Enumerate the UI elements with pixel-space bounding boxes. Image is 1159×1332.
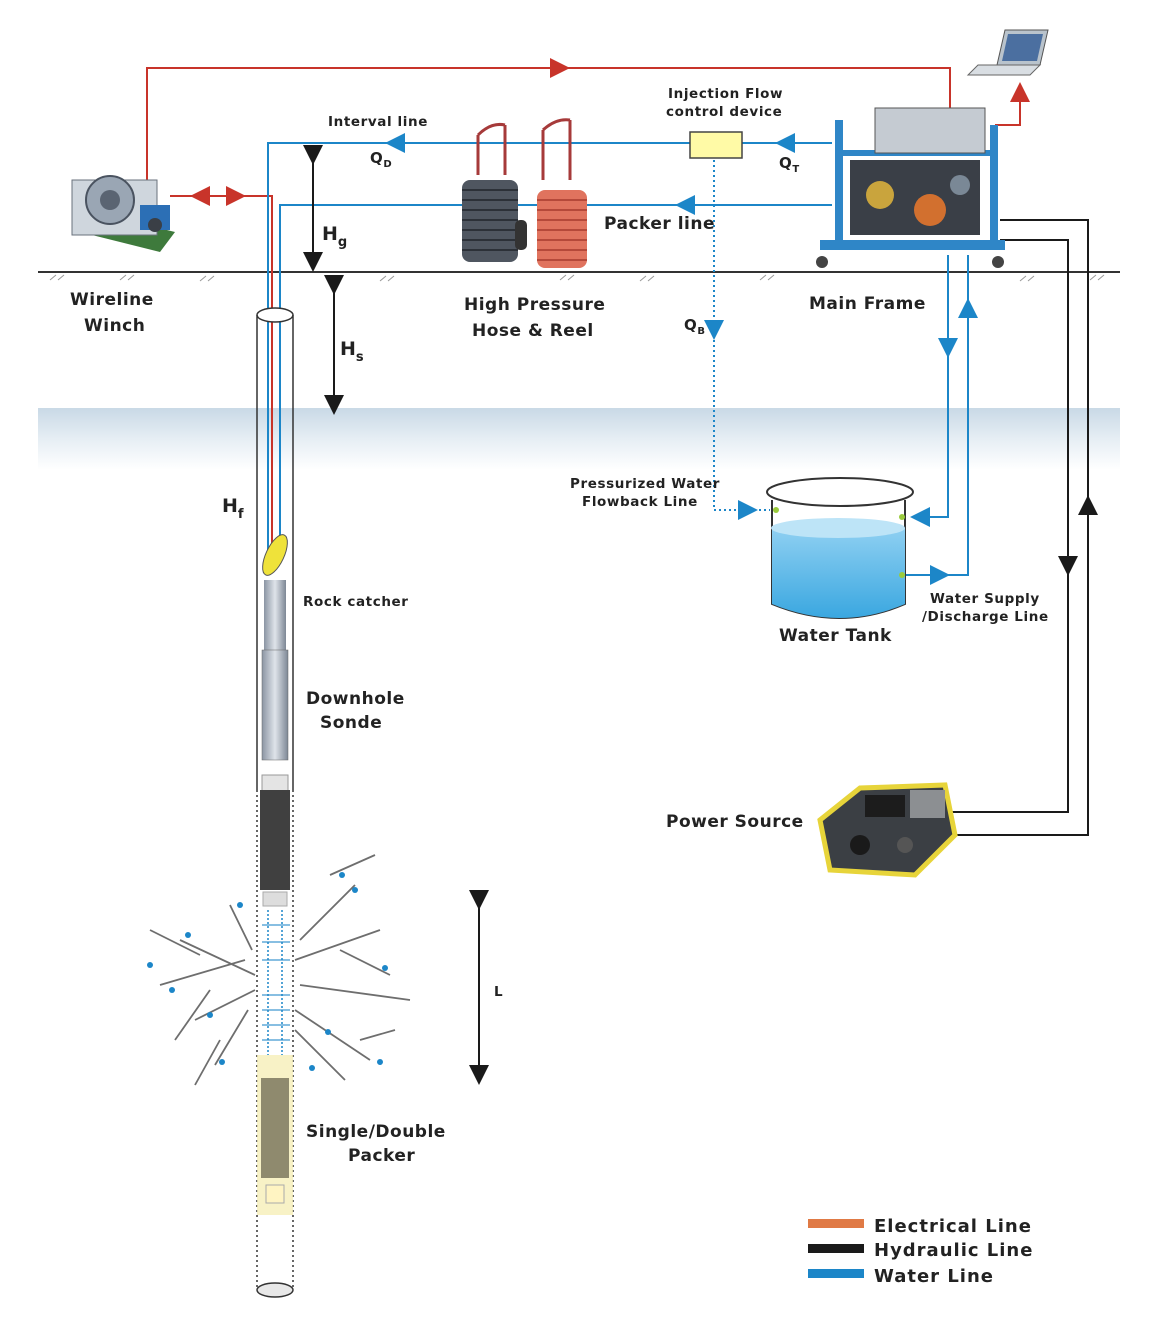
power-source-label: Power Source <box>666 812 804 832</box>
water-tank-label: Water Tank <box>779 626 892 646</box>
injection-flow-label-1: Injection Flow <box>668 86 783 102</box>
interval-line-label: Interval line <box>328 114 428 130</box>
pressurized-water-label-1: Pressurized Water <box>570 476 720 492</box>
symbol-QD: QD <box>370 149 392 170</box>
fracture-flow-arrows <box>147 872 388 1071</box>
symbol-QB: QB <box>684 316 706 337</box>
rock-catcher-label: Rock catcher <box>303 594 409 610</box>
injection-flow-control-device <box>689 131 743 159</box>
rock-fractures <box>149 854 411 1086</box>
water-supply-label-1: Water Supply <box>930 591 1040 607</box>
wireline-winch-image <box>71 175 175 252</box>
downhole-sonde <box>261 580 289 794</box>
injection-flow-label-2: control device <box>666 104 782 120</box>
water-lines <box>267 133 978 585</box>
packer-label-1: Single/Double <box>306 1122 446 1142</box>
ground-surface <box>38 271 1120 282</box>
downhole-sonde-label-2: Sonde <box>320 713 382 733</box>
water-supply-label-2: /Discharge Line <box>922 609 1049 625</box>
pressurized-water-label-2: Flowback Line <box>582 494 698 510</box>
wireline-winch-label-2: Winch <box>84 316 145 336</box>
symbol-Hs: Hs <box>340 338 364 365</box>
legend-label-water: Water Line <box>874 1266 994 1287</box>
wireline-winch-label-1: Wireline <box>70 290 154 310</box>
groundwater-level-band <box>38 408 1120 470</box>
legend-label-hydraulic: Hydraulic Line <box>874 1240 1033 1261</box>
downhole-sonde-label-1: Downhole <box>306 689 405 709</box>
legend-label-electrical: Electrical Line <box>874 1216 1032 1237</box>
hydraulic-lines <box>952 219 1098 836</box>
lower-packer <box>257 1055 293 1215</box>
interval-length-label: L <box>494 984 503 1000</box>
water-tank <box>766 477 914 619</box>
flowback-line <box>704 160 770 520</box>
power-source-image <box>817 782 958 878</box>
test-interval <box>262 910 290 1055</box>
upper-packer <box>260 790 290 890</box>
packer-line-label: Packer line <box>604 214 715 234</box>
high-pressure-hose-reel-image <box>462 118 587 268</box>
symbol-QT: QT <box>779 154 800 175</box>
legend-swatch-hydraulic <box>808 1244 864 1253</box>
symbol-Hf: Hf <box>222 495 244 522</box>
rock-catcher <box>262 534 288 576</box>
dimension-arrows <box>303 145 489 1085</box>
high-pressure-label-2: Hose & Reel <box>472 321 594 341</box>
legend-swatch-electrical <box>808 1219 864 1228</box>
packer-label-2: Packer <box>348 1146 415 1166</box>
main-frame-label: Main Frame <box>809 294 926 314</box>
legend-swatch-water <box>808 1269 864 1278</box>
laptop-image <box>966 29 1049 76</box>
symbol-Hg: Hg <box>322 223 347 250</box>
main-frame-image <box>816 107 1005 268</box>
high-pressure-label-1: High Pressure <box>464 295 605 315</box>
legend: Electrical Line Hydraulic Line Water Lin… <box>808 1216 1033 1287</box>
